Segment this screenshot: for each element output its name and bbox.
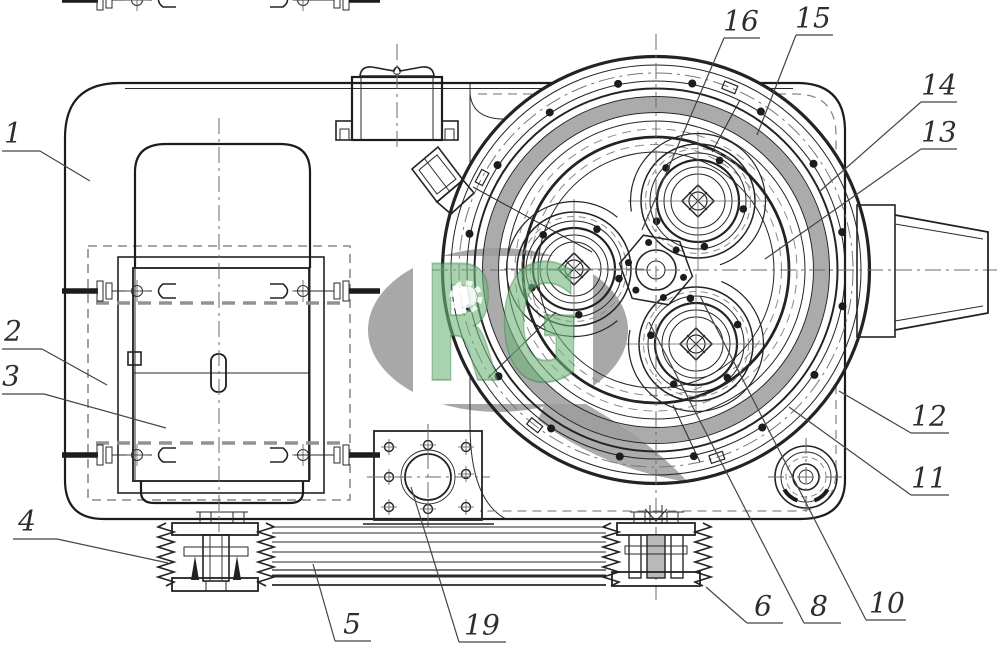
part-callout-5: 5 bbox=[312, 563, 371, 642]
callout-leader bbox=[410, 486, 460, 643]
inlet-fitting bbox=[410, 145, 476, 216]
watermark-text: RG bbox=[423, 231, 581, 418]
callout-number: 15 bbox=[795, 2, 831, 35]
part-callout-12: 12 bbox=[838, 390, 949, 434]
callout-number: 16 bbox=[723, 5, 759, 38]
part-callout-15: 15 bbox=[756, 2, 833, 136]
callout-number: 5 bbox=[343, 608, 361, 641]
callout-number: 12 bbox=[911, 400, 947, 433]
part-callout-14: 14 bbox=[818, 69, 957, 193]
callout-number: 2 bbox=[3, 315, 22, 348]
part-callout-13: 13 bbox=[764, 116, 957, 260]
callout-leader bbox=[641, 37, 725, 231]
adjusting-bolt-row bbox=[62, 0, 380, 11]
motor-body bbox=[133, 142, 312, 268]
part-callout-3: 3 bbox=[2, 360, 167, 429]
callout-number: 13 bbox=[921, 116, 957, 149]
callout-leader bbox=[788, 406, 912, 496]
part-callout-6: 6 bbox=[705, 586, 783, 624]
watermark-gear-teeth bbox=[449, 280, 483, 314]
callout-number: 6 bbox=[754, 590, 772, 623]
callout-number: 1 bbox=[4, 117, 22, 150]
callout-leader bbox=[764, 148, 922, 260]
callout-leader bbox=[699, 295, 867, 621]
relief-valve bbox=[335, 44, 459, 150]
callout-number: 8 bbox=[810, 590, 828, 623]
spring-coil-right bbox=[255, 522, 277, 587]
part-callout-4: 4 bbox=[13, 505, 169, 564]
roller-assembly bbox=[626, 274, 766, 414]
callout-leader bbox=[43, 393, 167, 429]
callout-number: 10 bbox=[869, 587, 905, 620]
callout-number: 14 bbox=[921, 69, 957, 102]
callout-number: 3 bbox=[2, 360, 20, 393]
callout-leader bbox=[818, 101, 922, 193]
callout-leader bbox=[56, 538, 169, 564]
part-callout-10: 10 bbox=[699, 295, 906, 621]
callout-leader bbox=[756, 34, 797, 136]
part-callout-2: 2 bbox=[2, 315, 108, 386]
flange-bolts bbox=[381, 437, 474, 517]
spring-damper-right bbox=[600, 505, 714, 587]
roller-assembly bbox=[628, 131, 768, 271]
motor-assembly bbox=[62, 0, 380, 532]
callout-number: 4 bbox=[17, 505, 36, 538]
center-hub bbox=[618, 234, 694, 306]
callout-leader bbox=[39, 150, 91, 182]
flange-plate bbox=[363, 424, 494, 530]
discharge-cone bbox=[856, 204, 989, 338]
part-callout-8: 8 bbox=[648, 321, 841, 624]
spring-coil-right bbox=[692, 522, 714, 587]
part-callout-1: 1 bbox=[2, 117, 91, 182]
callout-number: 19 bbox=[464, 609, 500, 642]
callout-number: 11 bbox=[911, 462, 947, 495]
part-callout-19: 19 bbox=[410, 486, 506, 643]
machine-body bbox=[63, 81, 847, 521]
terminal-box bbox=[127, 351, 142, 366]
callout-leader bbox=[41, 348, 108, 386]
callout-leader bbox=[838, 390, 912, 434]
watermark-gear-icon bbox=[455, 286, 477, 308]
part-callout-11: 11 bbox=[788, 406, 949, 496]
spring-damper-left bbox=[155, 511, 277, 592]
roller-assembly bbox=[504, 199, 644, 339]
callout-leader bbox=[312, 563, 336, 642]
part-callout-16: 16 bbox=[641, 5, 760, 231]
callout-leader bbox=[648, 321, 805, 624]
callout-leader bbox=[705, 586, 748, 624]
watermark-logo: RG bbox=[422, 230, 582, 419]
